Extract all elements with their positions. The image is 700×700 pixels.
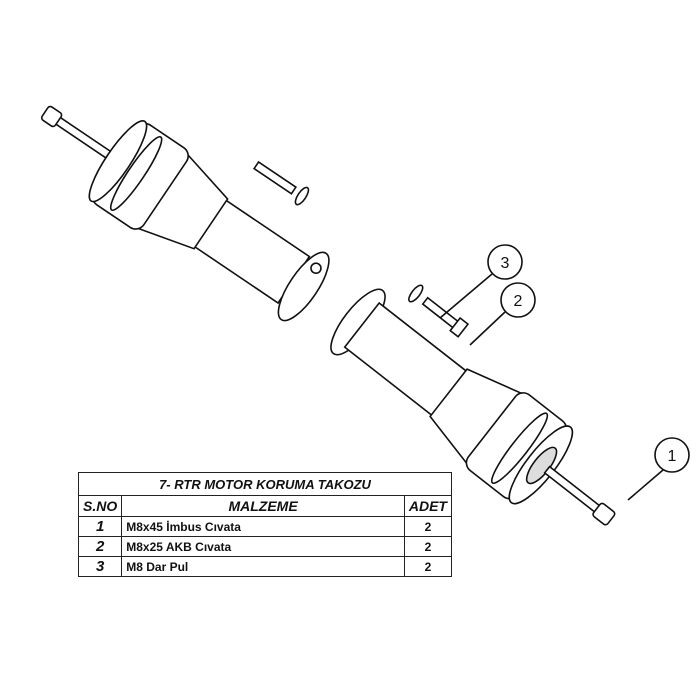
header-sno: S.NO (77, 495, 123, 517)
right-washer (408, 284, 424, 303)
left-puck-face (88, 120, 148, 203)
header-adet: ADET (403, 495, 453, 517)
right-bolt-shaft (543, 465, 602, 515)
right-groove (490, 412, 549, 485)
right-small-bolt (421, 296, 461, 330)
header-malzeme: MALZEME (121, 495, 405, 517)
balloon-3: 3 (439, 244, 523, 319)
table-row: 3 M8 Dar Pul 2 (77, 556, 453, 577)
svg-text:3: 3 (501, 255, 510, 272)
left-slider-assembly (40, 105, 330, 322)
left-bolt-head (40, 105, 63, 128)
svg-text:2: 2 (514, 293, 523, 310)
left-small-bolt (252, 160, 297, 195)
right-slider-assembly (330, 284, 616, 526)
left-washer (294, 186, 310, 206)
balloon-1: 1 (627, 437, 690, 501)
right-bolt-head (592, 502, 616, 526)
table-title: 7- RTR MOTOR KORUMA TAKOZU (78, 472, 452, 496)
balloon-2: 2 (469, 282, 536, 346)
left-groove (109, 135, 163, 212)
right-small-bolt-head (449, 316, 470, 338)
table-row: 2 M8x25 AKB Cıvata 2 (77, 536, 453, 557)
left-plate-hole (310, 262, 322, 275)
table-row: 1 M8x45 İmbus Cıvata 2 (77, 516, 453, 537)
svg-text:1: 1 (668, 448, 677, 465)
bill-of-materials: 7- RTR MOTOR KORUMA TAKOZU S.NO MALZEME … (77, 472, 453, 577)
